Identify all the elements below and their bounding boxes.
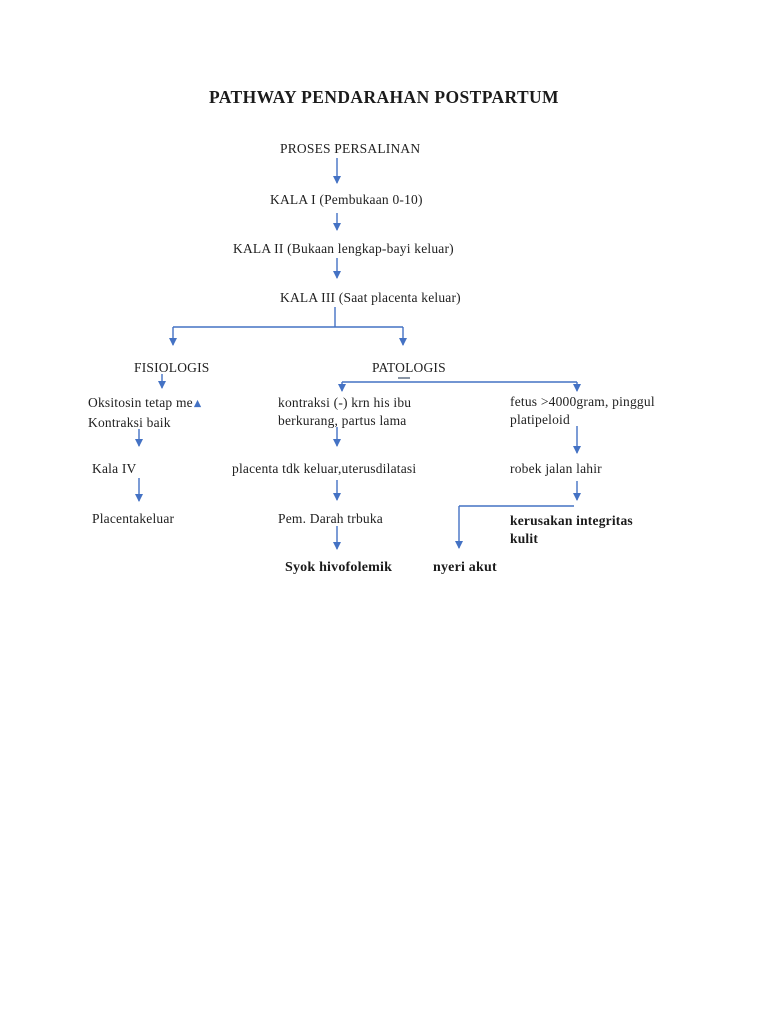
node-kontraksi-line1: kontraksi (-) krn his ibu: [278, 395, 412, 410]
node-kala-ii-label: KALA II (Bukaan lengkap-bayi keluar): [233, 241, 454, 256]
node-pem-darah-label: Pem. Darah trbuka: [278, 511, 383, 526]
node-placenta-keluar: Placentakeluar: [92, 510, 174, 528]
node-syok-label: Syok hivofolemik: [285, 560, 393, 575]
node-kala-iv: Kala IV: [92, 460, 137, 478]
node-kerusakan-integritas-kulit: kerusakan integritas kulit: [510, 512, 633, 547]
node-nyeri-akut: nyeri akut: [433, 559, 497, 577]
increase-arrow-icon: ▲: [193, 398, 202, 409]
node-placenta-tdk-keluar: placenta tdk keluar,uterusdilatasi: [232, 460, 416, 478]
node-kerusakan-line1: kerusakan integritas: [510, 513, 633, 528]
node-kala-iv-label: Kala IV: [92, 461, 137, 476]
page-title: PATHWAY PENDARAHAN POSTPARTUM: [209, 87, 559, 107]
node-fetus-line1: fetus >4000gram, pinggul: [510, 394, 655, 409]
node-fisiologis: FISIOLOGIS: [134, 359, 210, 377]
node-kala-iii-label: KALA III (Saat placenta keluar): [280, 290, 461, 305]
node-patologis: PATOLOGIS: [372, 359, 446, 377]
node-oksitosin: Oksitosin tetap me▲ Kontraksi baik: [88, 394, 202, 431]
node-proses-persalinan: PROSES PERSALINAN: [280, 140, 420, 158]
node-fetus-line2: platipeloid: [510, 411, 570, 427]
node-kontraksi: kontraksi (-) krn his ibu berkurang, par…: [278, 394, 411, 429]
node-kala-i: KALA I (Pembukaan 0-10): [270, 191, 423, 209]
node-fetus: fetus >4000gram, pinggul platipeloid: [510, 393, 655, 428]
node-kerusakan-line2: kulit: [510, 530, 539, 546]
node-kala-ii: KALA II (Bukaan lengkap-bayi keluar): [233, 240, 454, 258]
node-robek-jalan-lahir: robek jalan lahir: [510, 460, 602, 478]
node-placenta-keluar-label: Placentakeluar: [92, 511, 175, 526]
node-kontraksi-line2: berkurang, partus lama: [278, 412, 407, 428]
node-robek-jalan-lahir-label: robek jalan lahir: [510, 461, 602, 476]
node-syok-hivofolemik: Syok hivofolemik: [285, 559, 392, 577]
node-kala-i-label: KALA I (Pembukaan 0-10): [270, 192, 423, 207]
node-pem-darah: Pem. Darah trbuka: [278, 510, 383, 528]
node-placenta-tdk-keluar-label: placenta tdk keluar,uterusdilatasi: [232, 461, 417, 476]
node-patologis-label: PATOLOGIS: [372, 360, 446, 375]
node-nyeri-akut-label: nyeri akut: [433, 560, 497, 575]
node-oksitosin-line1: Oksitosin tetap me: [88, 395, 193, 410]
node-kala-iii: KALA III (Saat placenta keluar): [280, 289, 461, 307]
node-fisiologis-label: FISIOLOGIS: [134, 360, 210, 375]
node-proses-label: PROSES PERSALINAN: [280, 141, 421, 156]
node-oksitosin-line2: Kontraksi baik: [88, 414, 171, 430]
